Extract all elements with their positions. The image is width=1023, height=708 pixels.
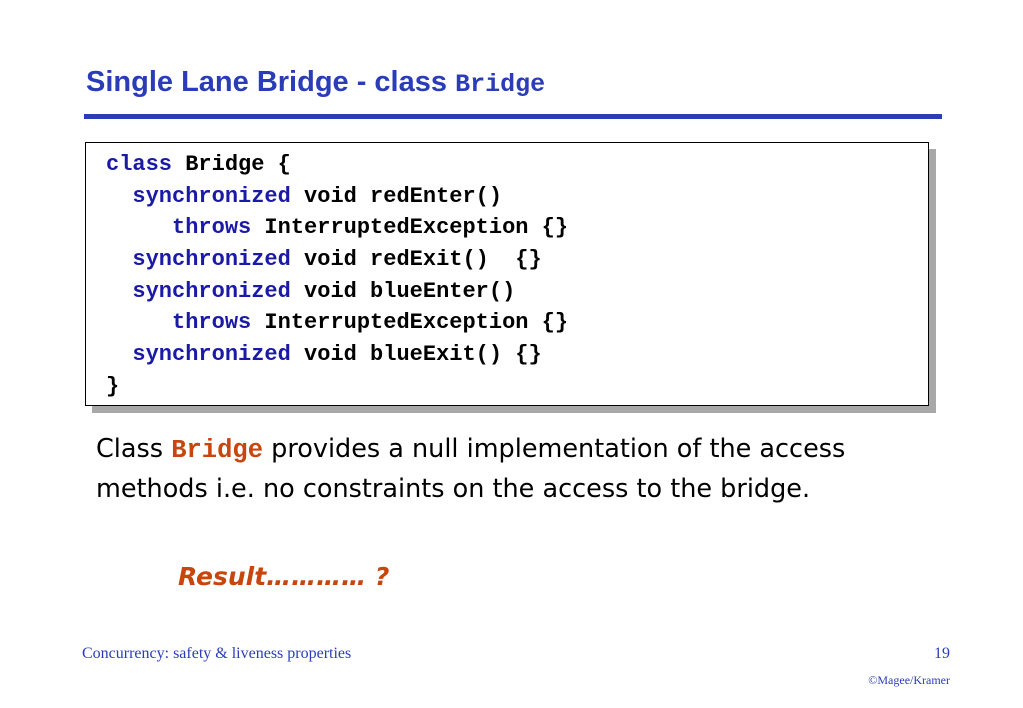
result-question: Result………… ? [178, 562, 390, 591]
copyright: ©Magee/Kramer [868, 673, 950, 687]
code-text: void blueExit() {} [290, 342, 542, 368]
slide-title-code: Bridge [455, 70, 546, 99]
code-text: void blueEnter() [290, 278, 516, 304]
body-code-word: Bridge [171, 436, 264, 465]
code-text: void redEnter() [290, 183, 503, 209]
code-text [106, 310, 172, 335]
slide-title-text: Single Lane Bridge - class [86, 66, 456, 98]
code-box: class Bridge { synchronized void redEnte… [85, 142, 929, 406]
code-text [106, 279, 132, 304]
code-line: throws InterruptedException {} [106, 212, 568, 244]
code-line: } [106, 371, 568, 403]
code-text: Bridge { [172, 152, 291, 177]
code-keyword: class [106, 152, 173, 177]
code-listing: class Bridge { synchronized void redEnte… [106, 149, 568, 403]
code-text: InterruptedException {} [251, 310, 569, 336]
code-line: synchronized void blueExit() {} [106, 339, 568, 371]
code-line: class Bridge { [106, 149, 568, 181]
code-text: void redExit() {} [290, 247, 542, 273]
code-line: throws InterruptedException {} [106, 307, 568, 339]
code-text: } [106, 373, 120, 399]
body-paragraph: Class Bridge provides a null implementat… [96, 430, 926, 509]
code-text [106, 247, 132, 272]
code-line: synchronized void redExit() {} [106, 244, 568, 276]
code-keyword: synchronized [132, 342, 291, 368]
code-text: InterruptedException {} [251, 215, 569, 241]
body-before: Class [96, 434, 172, 464]
code-keyword: synchronized [132, 247, 291, 273]
code-keyword: throws [172, 310, 252, 336]
code-keyword: throws [172, 215, 252, 241]
code-text [106, 215, 172, 240]
page-number: 19 [934, 645, 950, 662]
code-text [106, 342, 132, 367]
body-after: provides a null implementation of the ac… [96, 434, 846, 504]
code-text [106, 184, 132, 209]
code-line: synchronized void blueEnter() [106, 276, 568, 308]
slide-title: Single Lane Bridge - class Bridge [86, 62, 545, 105]
title-divider [84, 114, 942, 119]
footer-course-title: Concurrency: safety & liveness propertie… [82, 645, 352, 662]
code-keyword: synchronized [132, 183, 291, 209]
code-line: synchronized void redEnter() [106, 181, 568, 213]
code-keyword: synchronized [132, 278, 291, 304]
